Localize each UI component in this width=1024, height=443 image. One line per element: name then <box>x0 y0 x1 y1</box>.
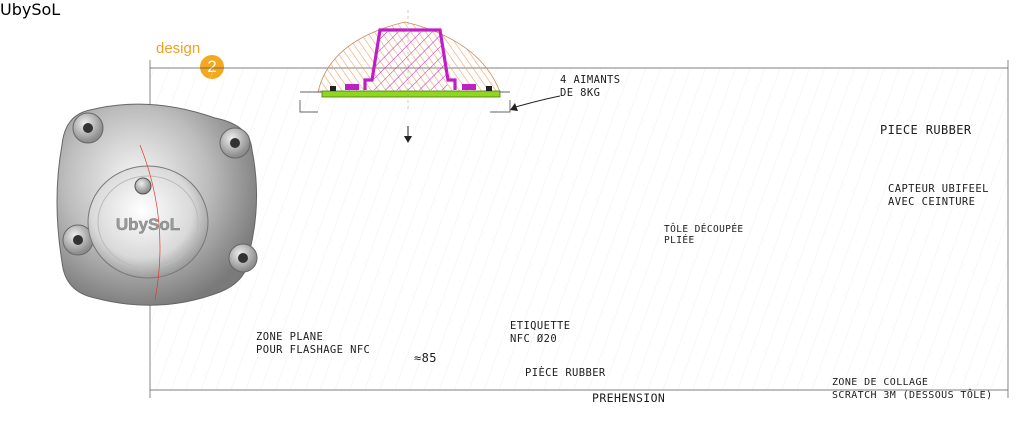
logo-left: UbySoL <box>116 215 180 234</box>
logo-center: UbySoL <box>0 0 61 19</box>
note-nfc-label: ETIQUETTE NFC Ø20 <box>510 320 571 345</box>
note-rubber-right: PIECE RUBBER <box>880 123 972 137</box>
note-sensor: CAPTEUR UBIFEEL AVEC CEINTURE <box>888 183 989 208</box>
note-sheet-metal: TÔLE DÉCOUPÉE PLIÉE <box>664 224 744 246</box>
design-label: design <box>156 40 201 57</box>
perspective-view-left: UbySoL <box>56 103 258 306</box>
note-magnets: 4 AIMANTS DE 8KG <box>560 74 621 99</box>
note-rubber-left: PIÈCE RUBBER <box>525 367 606 379</box>
front-view-center: UbySoL <box>0 0 60 19</box>
note-grip: PREHENSION <box>592 391 666 405</box>
note-glue-zone: ZONE DE COLLAGE SCRATCH 3M (DESSOUS TÔLE… <box>832 377 993 401</box>
note-dimension: ≈85 <box>414 351 437 365</box>
background-frame <box>149 60 1009 398</box>
top-section-view <box>299 10 511 143</box>
note-flat-zone: ZONE PLANE POUR FLASHAGE NFC <box>256 331 371 356</box>
